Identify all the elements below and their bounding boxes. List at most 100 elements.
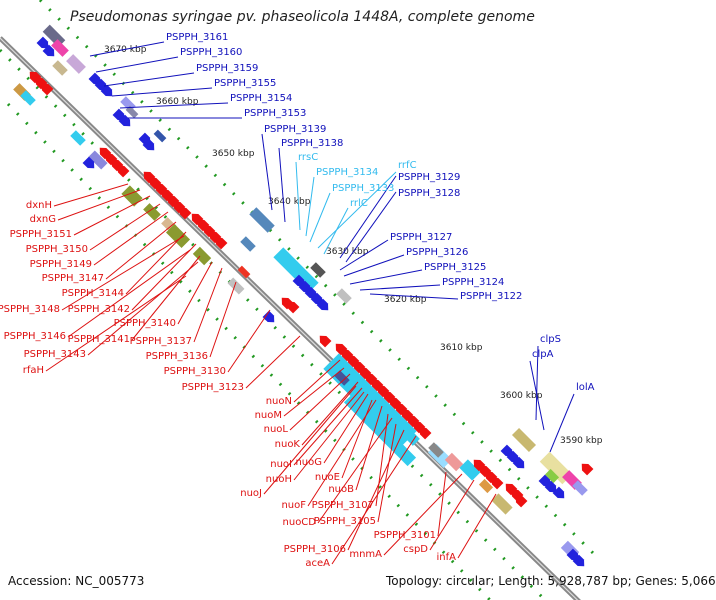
reverse-gene-arrow-9 — [149, 177, 162, 190]
forward-gene-leader — [359, 284, 441, 291]
reverse-gene-label: PSPPH_3101 — [374, 530, 436, 541]
reverse-gene-leader — [45, 275, 187, 372]
gene-block-31 — [459, 459, 481, 481]
gene-block-17 — [249, 207, 275, 233]
gene-block-15 — [165, 223, 191, 249]
scale-tick-label: 3620 kbp — [384, 295, 427, 305]
reverse-gene-leader — [347, 429, 405, 551]
forward-gene-arrow-24 — [572, 554, 585, 567]
reverse-gene-arrow-25 — [347, 355, 360, 368]
forward-gene-label: PSPPH_3161 — [166, 32, 228, 43]
rna-gene-label: rrlC — [350, 198, 368, 209]
forward-gene-arrow-2 — [42, 44, 55, 57]
forward-gene-leader — [111, 87, 213, 97]
gene-block-23 — [273, 247, 319, 293]
forward-gene-arrow-9 — [142, 138, 155, 151]
reverse-gene-label: PSPPH_3130 — [164, 366, 226, 377]
reverse-gene-leader — [89, 203, 161, 251]
gene-block-2 — [51, 39, 69, 57]
forward-gene-label: PSPPH_3122 — [460, 291, 522, 302]
forward-gene-leader — [549, 393, 575, 453]
forward-gene-leader — [343, 254, 405, 277]
reverse-gene-arrow-34 — [401, 409, 414, 422]
scale-tick-label: 3670 kbp — [104, 45, 147, 55]
forward-gene-leader — [369, 293, 459, 300]
scale-tick-label: 3640 kbp — [268, 197, 311, 207]
reverse-gene-arrow-38 — [473, 459, 486, 472]
forward-gene-label: PSPPH_3159 — [196, 63, 258, 74]
forward-gene-label: PSPPH_3154 — [230, 93, 292, 104]
reverse-gene-label: PSPPH_3148 — [0, 304, 60, 315]
reverse-gene-arrow-16 — [197, 219, 210, 232]
tick-track-1 — [38, 0, 602, 562]
reverse-gene-leader — [429, 479, 475, 551]
reverse-gene-arrow-3 — [41, 83, 54, 96]
forward-gene-arrow-7 — [118, 114, 131, 127]
reverse-gene-arrow-44 — [515, 495, 528, 508]
reverse-gene-leader — [93, 211, 169, 266]
forward-gene-leader — [535, 345, 539, 421]
forward-gene-arrow-21 — [544, 480, 557, 493]
reverse-gene-arrow-18 — [209, 231, 222, 244]
reverse-gene-arrow-20 — [281, 297, 294, 310]
reverse-gene-leader — [87, 261, 199, 356]
forward-gene-leader — [278, 147, 286, 223]
forward-gene-leader — [261, 133, 273, 211]
forward-gene-leader — [349, 269, 423, 285]
forward-gene-leader — [339, 175, 397, 259]
reverse-gene-label: PSPPH_3143 — [24, 349, 86, 360]
gene-block-6 — [20, 90, 36, 106]
reverse-gene-leader — [341, 399, 373, 479]
reverse-gene-label: cspD — [403, 544, 428, 555]
reverse-gene-arrow-12 — [167, 195, 180, 208]
forward-gene-label: PSPPH_3127 — [390, 232, 452, 243]
reverse-gene-label: nuoN — [266, 396, 292, 407]
reverse-gene-label: nuoK — [275, 439, 301, 450]
forward-gene-leader — [89, 41, 165, 57]
rna-gene-leader — [295, 161, 301, 231]
gene-block-12 — [121, 185, 143, 207]
reverse-gene-leader — [301, 381, 359, 446]
reverse-gene-arrow-40 — [485, 471, 498, 484]
gene-block-11 — [88, 150, 108, 170]
reverse-gene-arrow-30 — [377, 385, 390, 398]
reverse-gene-leader — [131, 243, 197, 311]
reverse-gene-leader — [61, 235, 185, 311]
forward-gene-label: PSPPH_3139 — [264, 124, 326, 135]
gene-block-32 — [478, 478, 494, 494]
reverse-gene-label: PSPPH_3105 — [314, 516, 376, 527]
forward-gene-arrow-17 — [500, 444, 513, 457]
reverse-gene-label: PSPPH_3147 — [42, 273, 104, 284]
reverse-gene-leader — [57, 189, 141, 221]
reverse-gene-arrow-35 — [407, 415, 420, 428]
forward-gene-leader — [95, 56, 179, 73]
forward-gene-arrow-12 — [298, 280, 311, 293]
reverse-gene-leader — [209, 281, 237, 358]
reverse-gene-arrow-23 — [335, 343, 348, 356]
reverse-gene-leader — [73, 195, 151, 236]
gene-block-4 — [52, 60, 68, 76]
gene-block-20 — [237, 265, 251, 279]
reverse-gene-arrow-24 — [341, 349, 354, 362]
reverse-gene-leader — [331, 435, 417, 565]
reverse-gene-leader — [67, 249, 191, 338]
reverse-gene-arrow-7 — [117, 165, 130, 178]
reverse-gene-arrow-29 — [371, 379, 384, 392]
reverse-gene-leader — [105, 221, 177, 280]
gene-block-25 — [343, 393, 417, 467]
scale-tick-label: 3590 kbp — [560, 436, 603, 446]
forward-gene-label: clpS — [540, 334, 561, 345]
forward-gene-label: PSPPH_3160 — [180, 47, 242, 58]
gene-block-3 — [66, 54, 86, 74]
rna-gene-leader — [323, 207, 349, 255]
reverse-gene-label: dxnG — [30, 214, 56, 225]
reverse-gene-arrow-41 — [491, 477, 504, 490]
topology-summary: Topology: circular; Length: 5,928,787 bp… — [386, 574, 716, 588]
reverse-gene-arrow-6 — [111, 159, 124, 172]
reverse-gene-arrow-21 — [287, 301, 300, 314]
scale-tick-label: 3610 kbp — [440, 343, 483, 353]
gene-block-9 — [153, 129, 167, 143]
scale-tick-label: 3600 kbp — [500, 391, 543, 401]
reverse-gene-label: PSPPH_3107 — [312, 500, 374, 511]
gene-block-37 — [572, 480, 588, 496]
